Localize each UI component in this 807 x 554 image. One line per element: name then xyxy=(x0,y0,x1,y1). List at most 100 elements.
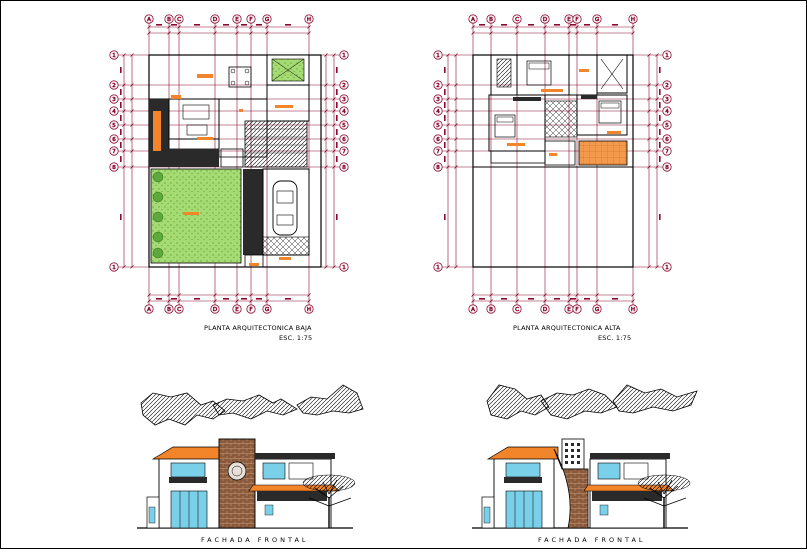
grid-bubble-left: 4 xyxy=(109,106,119,116)
grid-bubble-top: D xyxy=(210,14,220,24)
svg-text:3: 3 xyxy=(112,97,116,103)
grid-bubble-bottom: D xyxy=(210,304,220,314)
grid-bubble-right: 3 xyxy=(339,94,349,104)
grid-bubble-top: F xyxy=(572,14,582,24)
svg-text:F: F xyxy=(249,17,252,23)
svg-text:8: 8 xyxy=(112,165,116,171)
grid-bubble-left: 2 xyxy=(433,80,443,90)
front-elevation-left xyxy=(137,438,356,529)
grid-bubble-top: C xyxy=(174,14,184,24)
svg-text:B: B xyxy=(489,17,493,23)
grid-bubble-left: 1 xyxy=(433,262,443,272)
grid-bubble-bottom: B xyxy=(486,304,496,314)
svg-text:6: 6 xyxy=(342,137,346,143)
svg-text:A: A xyxy=(471,307,475,313)
svg-text:G: G xyxy=(265,17,269,23)
grid-bubble-right: 1 xyxy=(339,50,349,60)
garage-beam xyxy=(592,491,662,501)
flat-roof xyxy=(255,453,335,459)
grid-bubble-top: D xyxy=(540,14,550,24)
svg-text:H: H xyxy=(307,307,311,313)
svg-text:G: G xyxy=(595,307,599,313)
grid-bubble-left: 5 xyxy=(109,120,119,130)
plan-scale-alta: ESC. 1:75 xyxy=(598,334,632,342)
svg-text:1: 1 xyxy=(436,265,440,271)
plan-title-alta: PLANTA ARQUITECTONICA ALTA xyxy=(513,324,621,332)
svg-text:7: 7 xyxy=(112,149,116,155)
grid-bubble-left: 6 xyxy=(433,134,443,144)
tree-branch xyxy=(663,497,687,507)
elevation-title-right: FACHADA FRONTAL xyxy=(538,536,646,544)
cloud-shape xyxy=(540,388,618,420)
svg-text:5: 5 xyxy=(112,123,116,129)
svg-text:E: E xyxy=(235,307,239,313)
grid-bubble-right: 7 xyxy=(339,146,349,156)
grid-bubble-left: 3 xyxy=(433,94,443,104)
cloud-shape xyxy=(612,384,698,414)
grid-bubble-left: 2 xyxy=(109,80,119,90)
grid-bubble-bottom: E xyxy=(564,304,574,314)
svg-text:2: 2 xyxy=(112,83,116,89)
grid-bubble-left: 1 xyxy=(109,50,119,60)
grid-bubble-right: 6 xyxy=(339,134,349,144)
svg-text:F: F xyxy=(575,17,578,23)
cloud-shape xyxy=(296,384,364,416)
sky-clouds xyxy=(140,384,698,426)
grid-bubble-top: E xyxy=(564,14,574,24)
grid-bubble-right: 4 xyxy=(662,106,672,116)
grid-bubble-top: F xyxy=(246,14,256,24)
svg-text:D: D xyxy=(213,17,217,23)
svg-text:C: C xyxy=(515,307,519,313)
svg-text:A: A xyxy=(471,17,475,23)
grid-bubble-top: H xyxy=(304,14,314,24)
grid-bubble-top: G xyxy=(262,14,272,24)
roof xyxy=(151,446,224,460)
grid-bubble-bottom: H xyxy=(304,304,314,314)
balcony-rail xyxy=(169,477,207,483)
svg-text:3: 3 xyxy=(342,97,346,103)
grid-bubble-left: 8 xyxy=(109,162,119,172)
grid-bubble-left: 7 xyxy=(109,146,119,156)
upper-right-window xyxy=(262,462,286,480)
svg-text:7: 7 xyxy=(665,149,669,155)
grid-bubble-right: 4 xyxy=(339,106,349,116)
svg-text:6: 6 xyxy=(665,137,669,143)
grid-bubble-left: 5 xyxy=(433,120,443,130)
grid-bubble-right: 3 xyxy=(662,94,672,104)
svg-text:B: B xyxy=(167,17,171,23)
grid-bubble-right: 1 xyxy=(662,50,672,60)
svg-text:D: D xyxy=(213,307,217,313)
roof xyxy=(486,446,559,460)
svg-text:E: E xyxy=(567,17,571,23)
svg-text:6: 6 xyxy=(436,137,440,143)
svg-text:8: 8 xyxy=(342,165,346,171)
grid-bubble-top: A xyxy=(144,14,154,24)
svg-text:7: 7 xyxy=(342,149,346,155)
grid-bubble-left: 7 xyxy=(433,146,443,156)
grid-bubble-bottom: F xyxy=(246,304,256,314)
cloud-shape xyxy=(212,394,298,420)
tree-canopy xyxy=(302,474,356,492)
svg-text:4: 4 xyxy=(112,109,116,115)
grid-bubble-left: 8 xyxy=(433,162,443,172)
garage-beam xyxy=(257,491,327,501)
round-window xyxy=(227,461,247,481)
tree-branch xyxy=(643,497,665,507)
grid-bubble-bottom: E xyxy=(232,304,242,314)
tree-branch xyxy=(308,497,330,507)
grid-bubble-top: G xyxy=(592,14,602,24)
flat-roof xyxy=(590,453,670,459)
svg-text:5: 5 xyxy=(436,123,440,129)
svg-text:1: 1 xyxy=(112,53,116,59)
grid-bubble-left: 6 xyxy=(109,134,119,144)
grid-bubble-right: 1 xyxy=(339,262,349,272)
plan-scale-baja: ESC. 1:75 xyxy=(279,334,313,342)
grid-bubble-right: 2 xyxy=(662,80,672,90)
grid-bubble-left: 1 xyxy=(433,50,443,60)
svg-text:D: D xyxy=(543,17,547,23)
grid-bubble-right: 8 xyxy=(339,162,349,172)
balcony-rail xyxy=(504,477,542,483)
